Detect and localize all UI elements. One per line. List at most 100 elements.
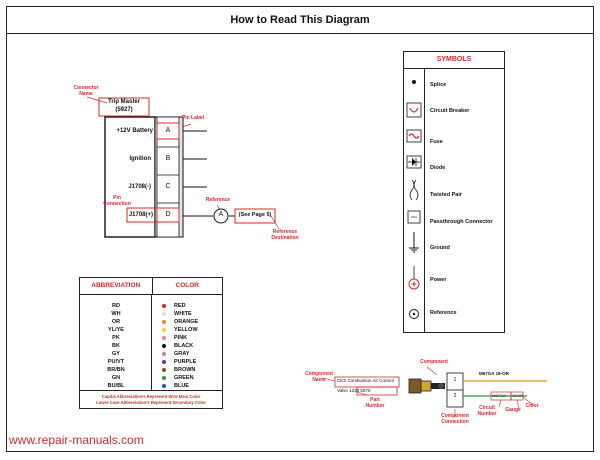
component-name-annotation: Component Name — [305, 371, 333, 383]
symbols-title: SYMBOLS — [404, 52, 504, 69]
color-swatch — [162, 344, 166, 348]
reference-icon — [409, 309, 419, 319]
symbol-label-circuit-breaker: Circuit Breaker — [430, 108, 470, 114]
pin-name-b: Ignition — [129, 156, 151, 162]
abbreviation-row: OR ORANGE — [80, 318, 222, 326]
pin-letter-a: A — [165, 127, 171, 134]
pin-name-d: J1708(+) — [128, 212, 153, 218]
abbreviation-code: WH — [111, 311, 121, 317]
color-name: RED — [174, 303, 186, 309]
abbreviation-row: YL/YE YELLOW — [80, 326, 222, 334]
symbol-label-ground: Ground — [430, 245, 450, 251]
color-swatch — [162, 368, 166, 372]
page-title: How to Read This Diagram — [7, 7, 593, 34]
component-pin-1: 1 — [453, 377, 457, 383]
color-name: PINK — [174, 335, 188, 341]
symbol-label-twisted-pair: Twisted Pair — [430, 192, 462, 198]
splice-icon — [412, 80, 416, 84]
abbreviation-column-header: ABBREVIATION — [80, 278, 153, 294]
circuit-breaker-icon — [406, 102, 422, 118]
ground-icon — [409, 232, 419, 253]
abbreviation-row: BR/BN BROWN — [80, 366, 222, 374]
circuit-number-annotation: Circuit Number — [477, 405, 497, 417]
diode-icon — [406, 155, 422, 169]
abbreviation-row: PU/VT PURPLE — [80, 358, 222, 366]
color-swatch — [162, 376, 166, 380]
abbreviation-code: OR — [111, 319, 121, 325]
see-page-reference: (See Page 5) — [238, 212, 272, 218]
component-part-value: Valve 1234 5678 — [337, 388, 371, 393]
connector-name-box: Trip Master (5927) — [99, 98, 149, 114]
abbreviation-row: PK PINK — [80, 334, 222, 342]
symbol-label-power: Power — [430, 277, 447, 283]
part-number-annotation: Part Number — [365, 397, 385, 409]
circuit-code: M67GA — [492, 392, 506, 398]
symbol-label-diode: Diode — [430, 165, 446, 171]
symbol-label-reference: Reference — [430, 310, 457, 316]
reference-letter: A — [218, 211, 224, 218]
abbreviation-row: RD RED — [80, 302, 222, 310]
abbreviation-code: RD — [112, 303, 120, 309]
color-swatch — [162, 384, 166, 388]
abbreviation-notes: Capital Abbreviation's Represent Wire Ma… — [80, 390, 222, 406]
abbreviation-code: BR/BN — [107, 367, 125, 373]
pin-letter-d: D — [165, 211, 171, 218]
pin-letter-c: C — [165, 183, 171, 190]
pin-label-annotation: Pin Label — [181, 115, 205, 121]
symbols-icons-svg — [406, 80, 422, 319]
color-swatch — [162, 328, 166, 332]
component-pin-2: 2 — [453, 393, 457, 399]
abbreviation-code: YL/YE — [108, 327, 124, 333]
color-name: PURPLE — [174, 359, 197, 365]
color-swatch — [162, 360, 166, 364]
color-code: OR — [517, 392, 523, 398]
color-swatch — [162, 304, 166, 308]
abbreviation-code: PK — [112, 335, 120, 341]
color-name: ORANGE — [174, 319, 199, 325]
abbreviation-code: BK — [112, 343, 120, 349]
component-name-value: CKS Combustion Air Control — [337, 378, 394, 383]
symbols-divider — [424, 68, 425, 332]
gauge-code: 18 — [512, 392, 517, 398]
valve-component-icon — [408, 378, 445, 394]
pin-name-c: J1708(-) — [128, 184, 151, 190]
abbreviation-divider — [151, 294, 152, 390]
reference-annotation: Reference — [205, 197, 231, 203]
color-name: GRAY — [174, 351, 190, 357]
color-annotation: Color — [525, 403, 539, 409]
twisted-pair-icon — [409, 179, 419, 201]
component-annotation: Component — [420, 359, 448, 365]
abbreviation-code: GY — [112, 351, 120, 357]
watermark: www.repair-manuals.com — [9, 433, 144, 447]
fuse-icon — [406, 129, 422, 143]
symbols-legend: SYMBOLS — [403, 51, 505, 333]
symbol-label-splice: Splice — [430, 82, 447, 88]
diagram-frame: How to Read This Diagram Connector Name … — [6, 6, 594, 452]
gauge-annotation: Gauge — [505, 407, 521, 413]
abbreviation-row: GN GREEN — [80, 374, 222, 382]
component-connection-annotation: Component Connection — [441, 413, 469, 425]
color-name: BROWN — [174, 367, 196, 373]
connector-name-annotation: Connector Name — [73, 85, 99, 97]
wire-code-label: M67GA 18-OR — [479, 371, 509, 376]
color-name: YELLOW — [174, 327, 198, 333]
symbol-label-passthrough-connector: Passthrough Connector — [430, 219, 493, 225]
passthrough-connector-icon — [407, 210, 421, 224]
color-swatch — [162, 312, 166, 316]
color-name: GREEN — [174, 375, 194, 381]
pin-connection-annotation: Pin Connection — [103, 195, 131, 207]
abbreviation-note-main: Capital Abbreviation's Represent Wire Ma… — [101, 394, 201, 399]
abbreviation-code: PU/VT — [107, 359, 125, 365]
abbreviation-code: GN — [111, 375, 121, 381]
abbreviation-note-secondary: Lower Case Abbreviation's Represent Seco… — [96, 400, 206, 405]
color-column-header: COLOR — [175, 282, 199, 289]
color-swatch — [162, 320, 166, 324]
component-example-svg — [322, 366, 547, 417]
pin-name-a: +12V Battery — [116, 128, 153, 134]
abbreviation-code: BU/BL — [107, 383, 125, 389]
power-icon — [408, 266, 420, 290]
